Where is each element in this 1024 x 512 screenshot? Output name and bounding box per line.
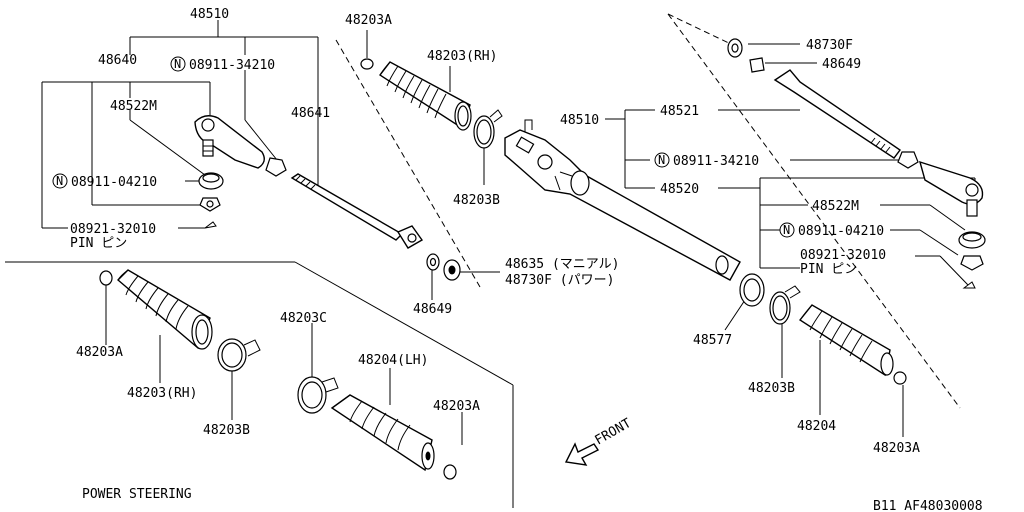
cotter-pin-left <box>204 221 217 229</box>
washer-48649-right <box>749 57 765 73</box>
n-marker-label: N <box>56 174 63 188</box>
part-number-label: PIN ピン <box>70 236 127 251</box>
part-number-label: 08911-34210 <box>673 154 759 169</box>
tie-rod-end-right <box>918 160 984 217</box>
boot-48204-lh <box>330 394 435 472</box>
part-number-label: 08921-32010 <box>70 222 156 237</box>
part-number-label: 48203B <box>203 423 250 438</box>
castle-nut-right <box>960 255 984 271</box>
part-number-label: 48522M <box>110 99 157 114</box>
part-number-label: 48649 <box>413 302 452 317</box>
small-clip-48203a-left <box>99 270 113 286</box>
part-labels: 48510 48640 08911-34210 48641 48522M 089… <box>70 7 983 512</box>
lock-nut-left <box>265 157 287 177</box>
boot-48204-right <box>798 304 894 377</box>
boot-seal-right <box>958 231 986 249</box>
part-number-label: 48203(RH) <box>127 386 197 401</box>
part-number-label: 48510 <box>560 113 599 128</box>
part-number-label: 48510 <box>190 7 229 22</box>
part-number-label: 48641 <box>291 106 330 121</box>
n-marker-label: N <box>783 223 790 237</box>
cotter-pin-right <box>962 281 976 289</box>
band-48203b-top <box>473 109 503 149</box>
part-number-label: 08911-04210 <box>71 175 157 190</box>
diagram-code: B11 AF48030008 <box>873 499 983 512</box>
part-number-label: 48577 <box>693 333 732 348</box>
front-arrow-icon <box>564 442 600 466</box>
small-clip-48203a-right <box>893 371 907 385</box>
part-number-label: 48520 <box>660 182 699 197</box>
n-marker-label: N <box>174 57 181 71</box>
lock-nut-right <box>897 151 919 169</box>
part-number-label: 48730F (パワー) <box>505 273 614 288</box>
washer-48649-mid <box>426 253 440 271</box>
bushing-48577 <box>739 273 765 307</box>
n-marker-icon: N N N N <box>52 56 795 238</box>
part-number-label: 48203C <box>280 311 327 326</box>
part-number-label: 48204 <box>797 419 836 434</box>
part-number-label: PIN ピン <box>800 262 857 277</box>
castle-nut-left <box>199 197 221 212</box>
part-number-label: 48203A <box>873 441 920 456</box>
exploded-view-dashed-lines <box>335 13 961 409</box>
band-48203b-right <box>769 285 801 325</box>
part-number-label: 48730F <box>806 38 853 53</box>
part-number-label: 08911-04210 <box>798 224 884 239</box>
washer-48730f-right <box>727 38 743 58</box>
part-number-label: 48203B <box>748 381 795 396</box>
small-clip-48203a-bottom <box>443 464 457 480</box>
steering-gear-housing <box>504 119 741 281</box>
washer-48635-mid <box>443 259 461 281</box>
part-number-label: 08921-32010 <box>800 248 886 263</box>
leader-lines <box>5 20 976 508</box>
part-number-label: 48640 <box>98 53 137 68</box>
part-number-label: 48203A <box>433 399 480 414</box>
part-number-label: 48203A <box>76 345 123 360</box>
part-number-label: 48203(RH) <box>427 49 497 64</box>
part-number-label: 48203A <box>345 13 392 28</box>
boot-seal-left <box>198 172 224 190</box>
part-number-label: 48204(LH) <box>358 353 428 368</box>
tie-rod-end-left <box>194 115 265 169</box>
part-number-label: 08911-34210 <box>189 58 275 73</box>
part-number-label: 48521 <box>660 104 699 119</box>
part-number-label: 48203B <box>453 193 500 208</box>
small-clip-48203a-top <box>360 58 374 70</box>
band-48203b-left <box>217 338 261 372</box>
part-number-label: 48522M <box>812 199 859 214</box>
inner-tie-rod-right <box>773 69 901 159</box>
front-label: FRONT <box>593 416 635 449</box>
section-title: POWER STEERING <box>82 487 192 502</box>
boot-48203-rh-top <box>378 61 472 131</box>
part-number-label: 48635 (マニアル) <box>505 257 619 272</box>
n-marker-label: N <box>658 153 665 167</box>
inner-tie-rod-left <box>290 173 424 249</box>
part-number-label: 48649 <box>822 57 861 72</box>
band-48203c <box>297 376 339 414</box>
boot-48203-rh-left <box>116 269 213 350</box>
